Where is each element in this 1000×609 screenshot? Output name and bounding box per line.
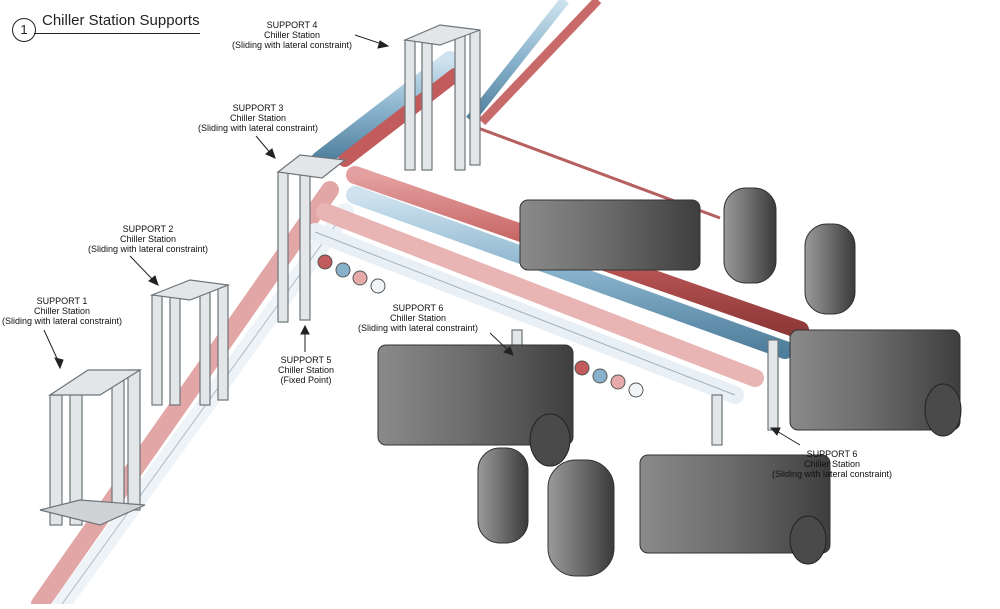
expansion-tanks [477,187,856,577]
title-underline [34,33,200,34]
chiller-units [377,199,962,565]
callout-leaders [43,34,801,446]
upper-riser-pipes [466,0,721,220]
branch-pipe-ends [317,254,644,398]
drawing-title: Chiller Station Supports [42,12,200,29]
view-number-badge: 1 [12,18,36,42]
